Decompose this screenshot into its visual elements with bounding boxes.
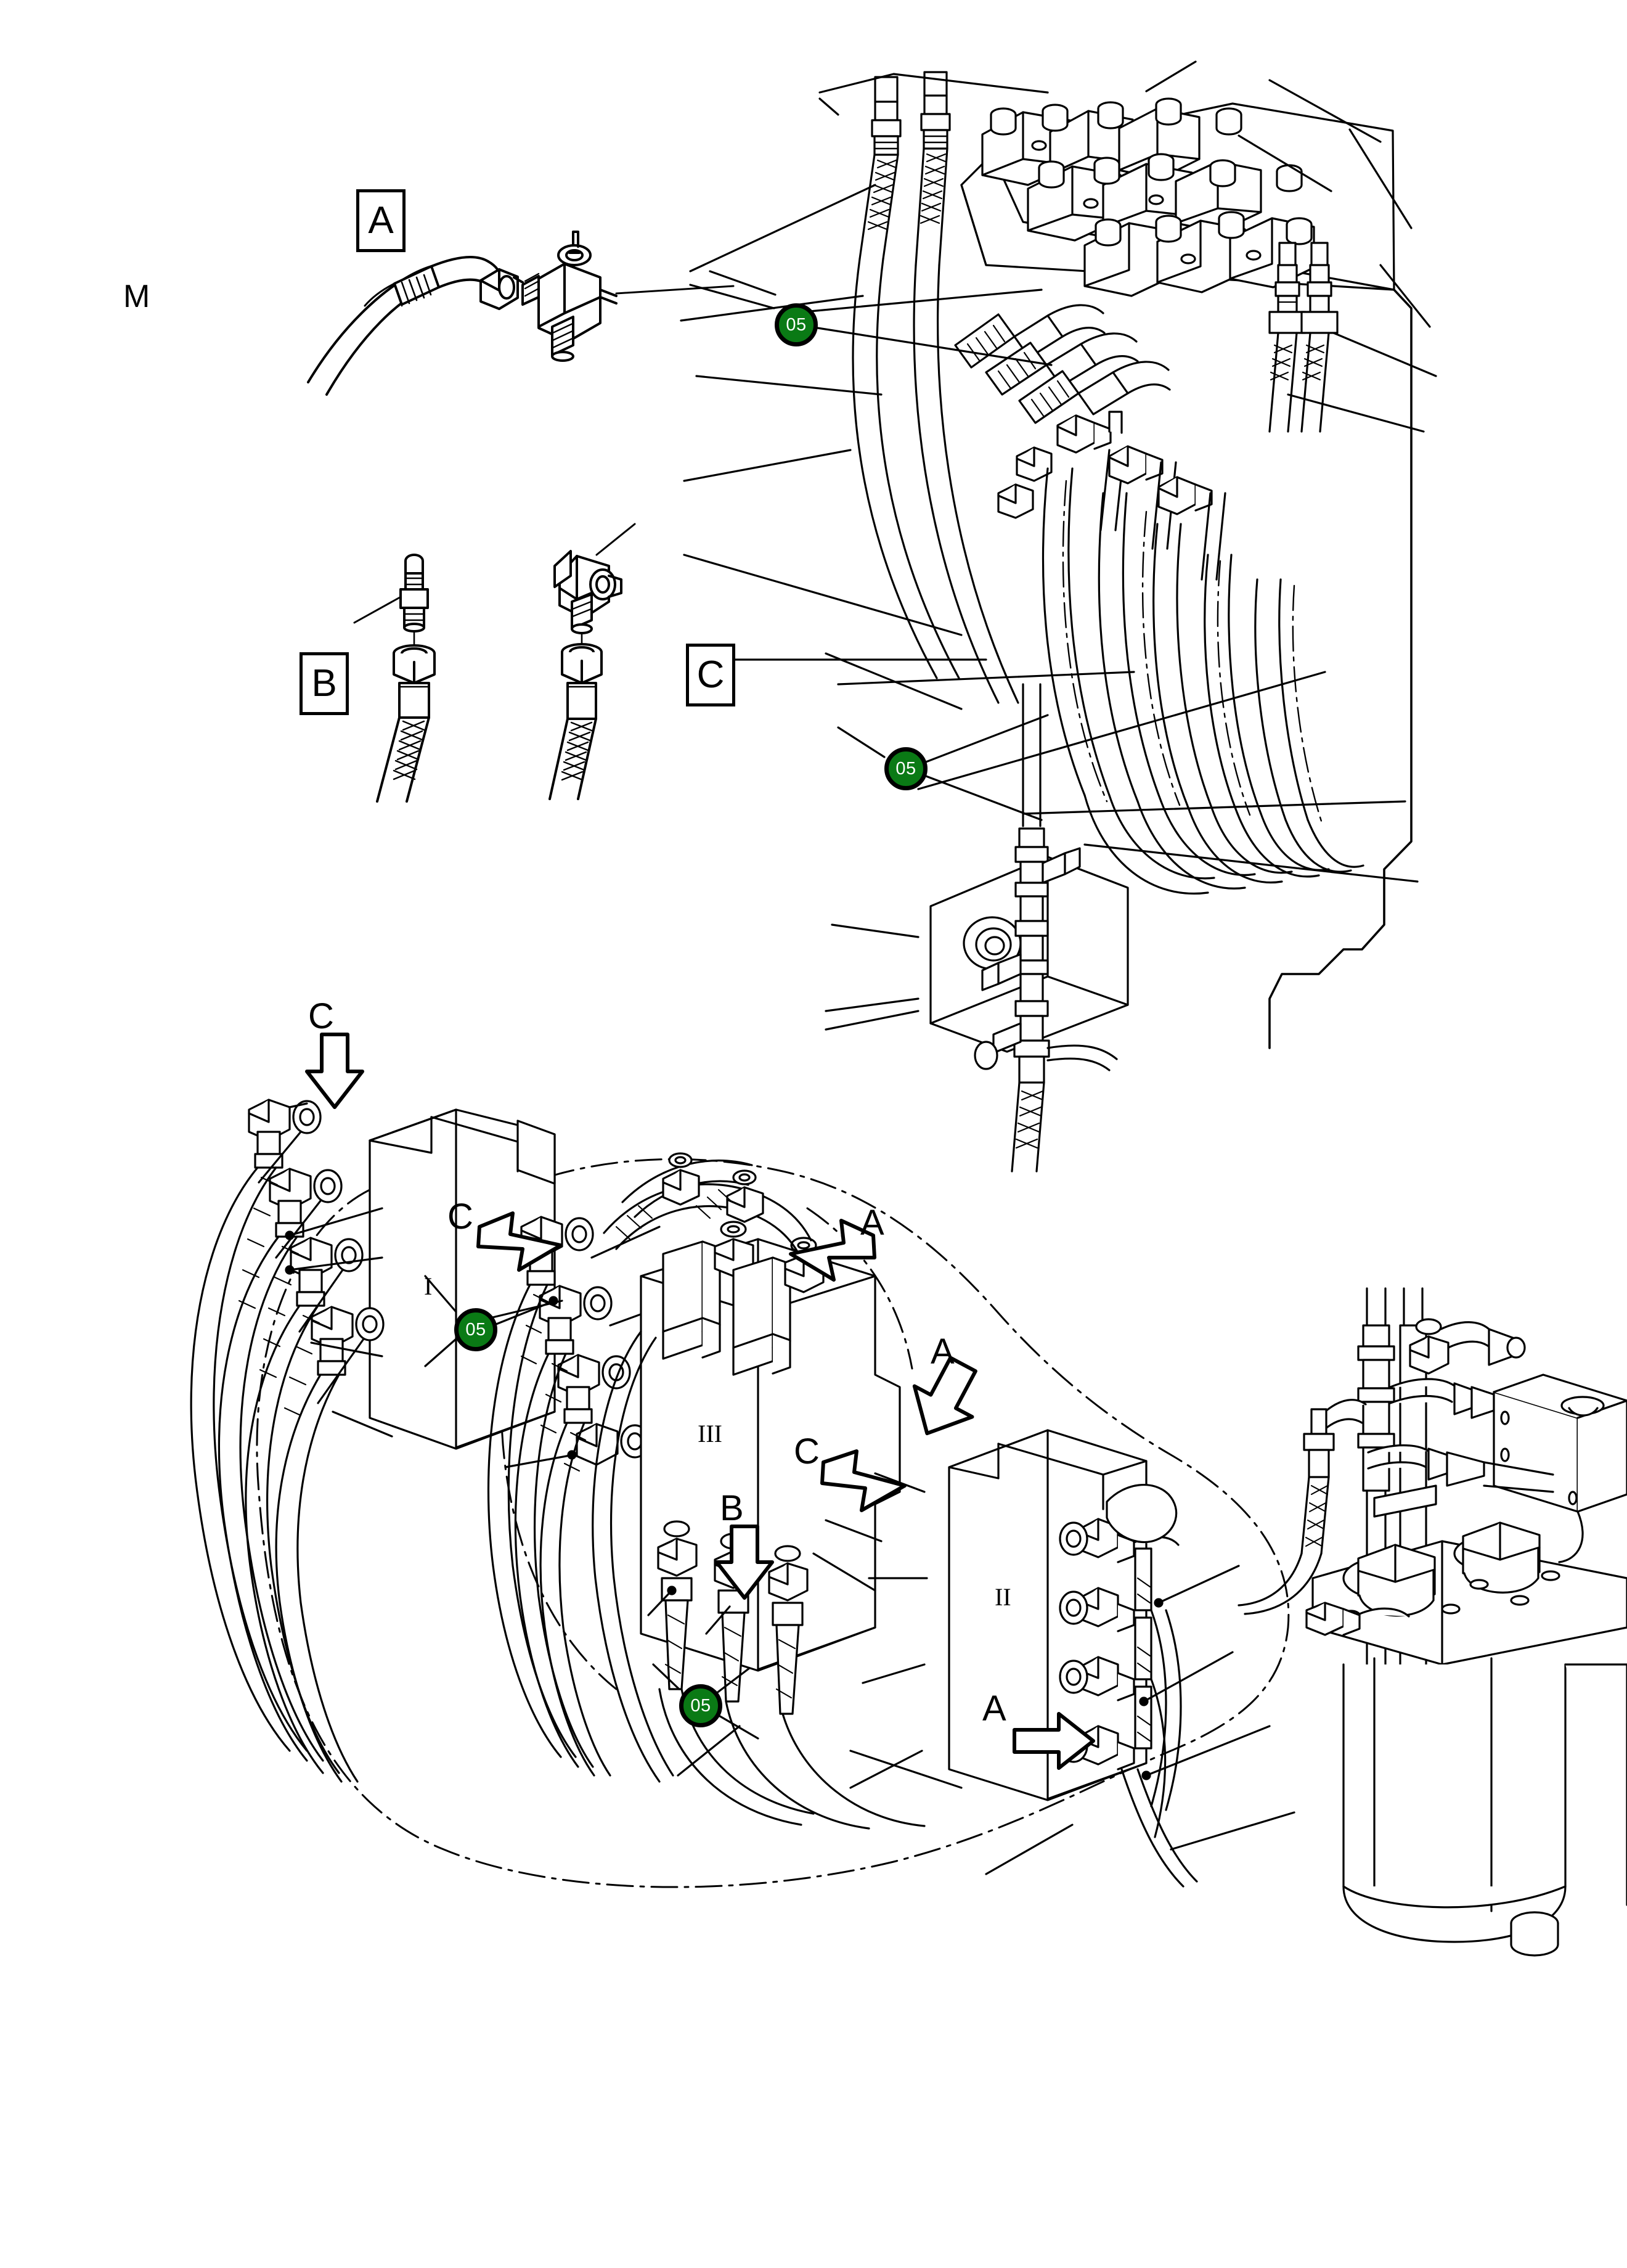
arrow-label-c-left-top: C [308,996,334,1036]
revision-balloon-mid[interactable]: 05 [884,747,928,790]
revision-balloon-upper[interactable]: 05 [775,303,818,346]
callout-c-mid-right [818,1447,911,1515]
detail-c-artwork [548,523,636,800]
detail-b-artwork [353,554,436,803]
callout-a-right-upper [906,1356,986,1443]
arrow-label-a-mid-top: A [860,1203,884,1243]
main-lower-assembly [190,1099,1627,1957]
revision-balloon-lower-left[interactable]: 05 [454,1308,497,1351]
callout-b-mid [712,1523,777,1602]
callout-c-mid-left [475,1208,567,1276]
arrow-label-c-mid-right: C [794,1431,820,1472]
arrow-label-a-right-upper: A [931,1332,955,1372]
detail-box-c: C [686,644,735,706]
callout-c-left-top [301,1031,369,1111]
arrow-label-a-right-lower: A [982,1689,1006,1729]
main-upper-valve-bank [680,60,1437,1173]
detail-box-b-text: B [311,662,337,705]
arrow-label-c-mid-left: C [447,1197,473,1237]
assembly-numeral-iii: III [698,1420,722,1447]
arrow-label-b-mid: B [720,1488,744,1528]
section-mark-m: M [123,279,150,314]
revision-balloon-lower-center[interactable]: 05 [679,1684,722,1727]
callout-a-mid-top [785,1216,877,1287]
detail-box-a: A [356,189,406,252]
detail-box-b: B [300,652,349,715]
callout-a-right-lower [1011,1708,1097,1775]
assembly-numeral-ii: II [995,1583,1011,1611]
assembly-numeral-i: I [424,1272,433,1300]
detail-a-artwork [307,231,735,396]
detail-box-a-text: A [368,199,394,242]
detail-box-c-text: C [696,653,725,696]
